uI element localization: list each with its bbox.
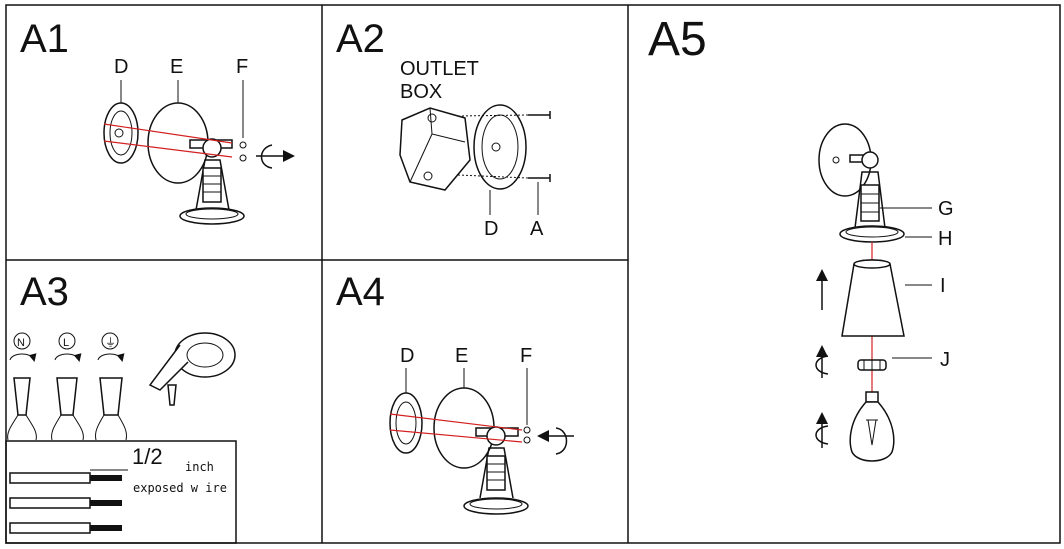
wire-connector-live: L bbox=[51, 332, 84, 441]
panel-a2-title: A2 bbox=[336, 17, 385, 61]
panel-a4: A4 D E F bbox=[336, 270, 574, 515]
part-label-d: D bbox=[400, 345, 414, 367]
panel-a1-title: A1 bbox=[20, 17, 69, 61]
part-label-d: D bbox=[114, 56, 128, 78]
mounting-plate-illustration bbox=[473, 104, 527, 190]
part-label-h: H bbox=[938, 228, 952, 250]
strip-length-fraction: 1/2 bbox=[132, 444, 163, 469]
part-label-e: E bbox=[455, 345, 468, 367]
part-label-f: F bbox=[236, 56, 248, 78]
panel-a3-title: A3 bbox=[20, 270, 69, 314]
mounting-plate-illustration bbox=[103, 80, 139, 164]
panel-grid bbox=[5, 4, 1061, 544]
outlet-box-label-line2: BOX bbox=[400, 81, 442, 103]
screw-illustrations bbox=[528, 111, 551, 182]
strip-length-caption: exposed w ire bbox=[133, 481, 227, 495]
canopy-illustration bbox=[433, 368, 495, 469]
wire-connector-neutral: N bbox=[7, 332, 37, 441]
panel-a5: A5 G H I bbox=[648, 13, 954, 462]
part-label-f: F bbox=[520, 345, 532, 367]
strip-length-unit: inch bbox=[185, 460, 214, 474]
guide-lines bbox=[389, 413, 523, 443]
part-label-e: E bbox=[170, 56, 183, 78]
panel-a1: A1 D E F bbox=[20, 17, 295, 225]
panel-a5-title: A5 bbox=[648, 13, 707, 66]
ground-symbol: ⏚ bbox=[105, 336, 116, 349]
panel-a4-title: A4 bbox=[336, 270, 385, 314]
wall-lamp-illustration bbox=[818, 123, 905, 243]
part-label-a: A bbox=[530, 218, 544, 240]
panel-a3: A3 N L ⏚ bbox=[5, 270, 237, 544]
live-symbol: L bbox=[63, 337, 69, 349]
electrical-tape-illustration bbox=[148, 332, 236, 406]
rotate-arrow-icon bbox=[815, 412, 829, 448]
part-label-d: D bbox=[484, 218, 498, 240]
wire-connector-ground: ⏚ bbox=[95, 332, 127, 441]
lamp-shade-illustration bbox=[841, 259, 905, 337]
mounting-plate-illustration bbox=[389, 368, 423, 454]
light-bulb-illustration bbox=[849, 391, 895, 462]
arm-and-socket-illustration bbox=[179, 138, 245, 225]
wire-strip-guide: 1/2 inch exposed w ire bbox=[5, 440, 237, 544]
arm-and-socket-illustration bbox=[463, 426, 529, 515]
part-label-i: I bbox=[940, 275, 946, 297]
part-label-g: G bbox=[938, 198, 954, 220]
shade-ring-illustration bbox=[857, 359, 887, 371]
part-label-j: J bbox=[940, 349, 950, 371]
outlet-box-illustration bbox=[399, 107, 471, 191]
rotate-arrow-icon bbox=[815, 345, 829, 378]
guide-lines bbox=[103, 123, 233, 158]
rotate-arrow-icon bbox=[537, 427, 574, 455]
neutral-symbol: N bbox=[17, 337, 25, 349]
panel-a2: A2 OUTLET BOX D A bbox=[336, 17, 551, 240]
outlet-box-label-line1: OUTLET bbox=[400, 58, 479, 80]
rotate-arrow-icon bbox=[256, 144, 295, 169]
